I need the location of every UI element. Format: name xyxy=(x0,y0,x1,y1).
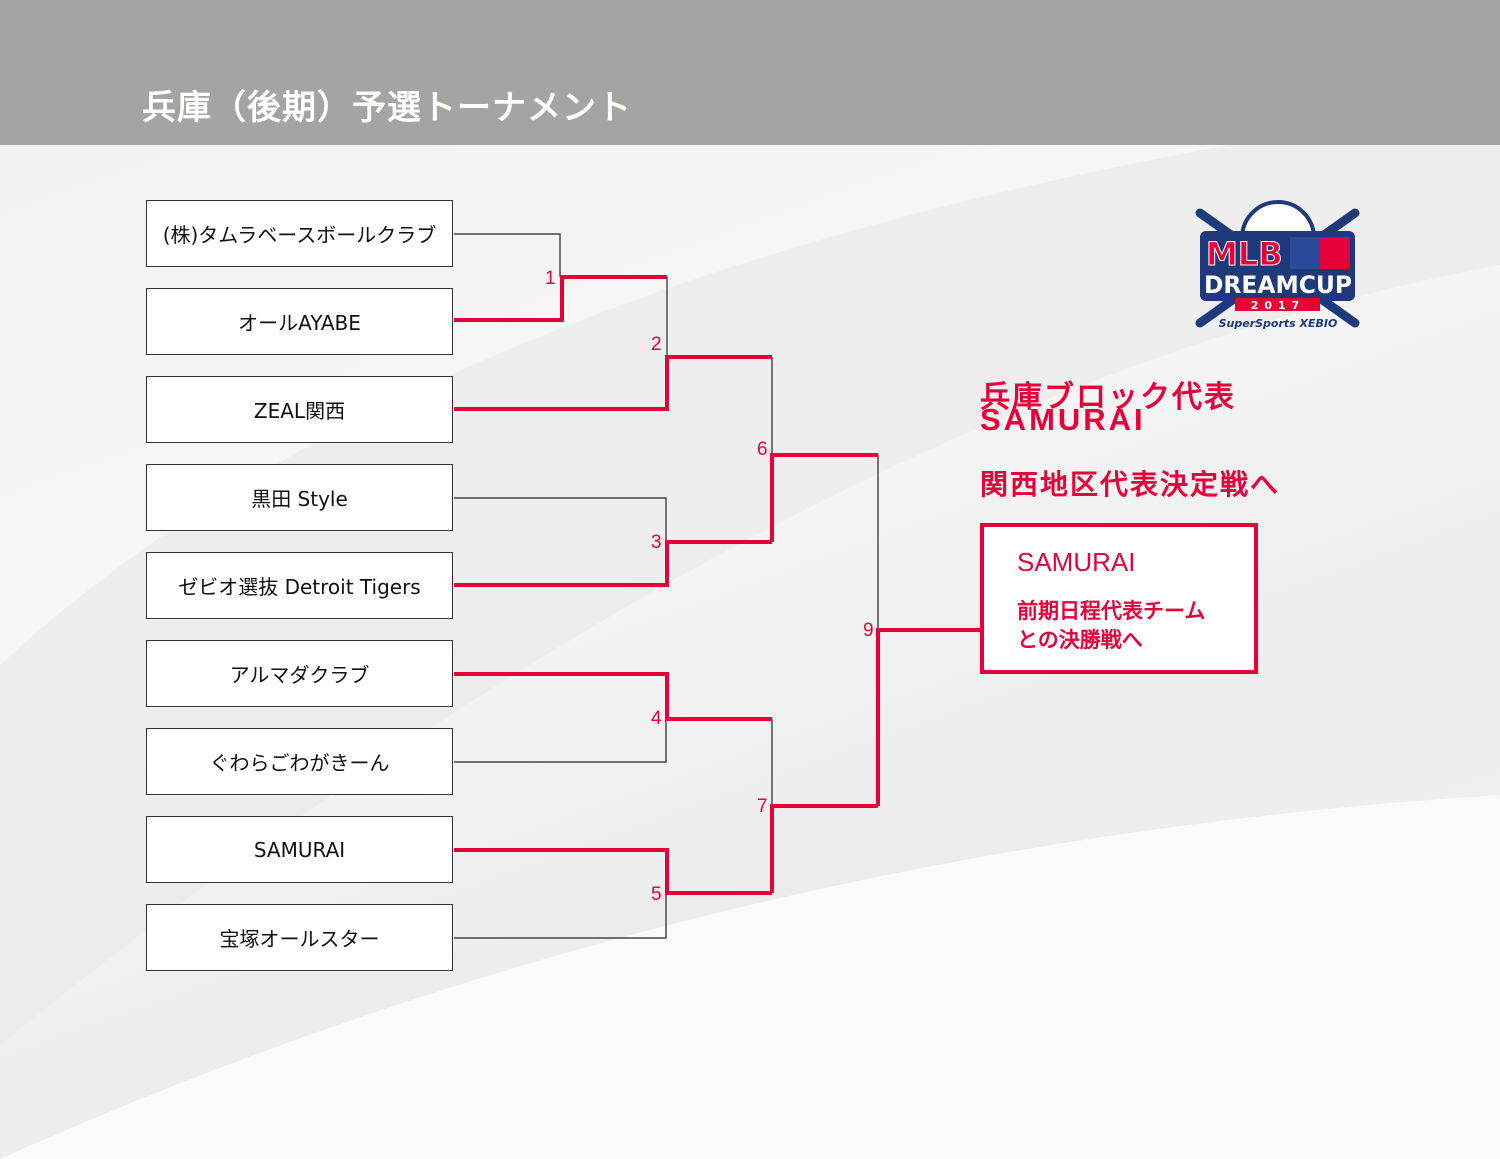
svg-text:SuperSports XEBIO: SuperSports XEBIO xyxy=(1219,317,1338,330)
block-representative-label: 兵庫ブロック代表 xyxy=(980,380,1236,415)
team-box: オールAYABE xyxy=(146,288,453,355)
svg-text:2017: 2017 xyxy=(1251,299,1306,312)
header-bar: 兵庫（後期）予選トーナメント xyxy=(0,0,1500,145)
team-box: アルマダクラブ xyxy=(146,640,453,707)
result-box: SAMURAI 前期日程代表チーム との決勝戦へ xyxy=(980,523,1258,674)
svg-text:DREAMCUP: DREAMCUP xyxy=(1204,271,1352,299)
team-box: ゼビオ選抜 Detroit Tigers xyxy=(146,552,453,619)
match-number: 7 xyxy=(757,796,768,817)
result-note-line2: との決勝戦へ xyxy=(1017,628,1143,652)
match-number: 1 xyxy=(545,268,556,289)
team-box: ZEAL関西 xyxy=(146,376,453,443)
loser-lines xyxy=(454,233,879,939)
match-number: 6 xyxy=(757,439,768,460)
winner-lines xyxy=(454,275,980,895)
match-number: 3 xyxy=(651,532,662,553)
svg-text:MLB: MLB xyxy=(1206,235,1283,273)
match-number: 9 xyxy=(863,620,874,641)
match-number: 5 xyxy=(651,884,662,905)
team-box: 宝塚オールスター xyxy=(146,904,453,971)
team-box: 黒田 Style xyxy=(146,464,453,531)
match-number: 2 xyxy=(651,334,662,355)
page-title: 兵庫（後期）予選トーナメント xyxy=(142,88,632,128)
result-note-line1: 前期日程代表チーム xyxy=(1017,599,1206,623)
team-box: SAMURAI xyxy=(146,816,453,883)
team-box: (株)タムラベースボールクラブ xyxy=(146,200,453,267)
team-box: ぐわらごわがきーん xyxy=(146,728,453,795)
mlb-dreamcup-logo: MLB DREAMCUP 2017 SuperSports XEBIO xyxy=(1190,193,1365,333)
match-number: 4 xyxy=(651,708,662,729)
representative-team: SAMURAI xyxy=(980,402,1146,437)
next-stage-label: 関西地区代表決定戦へ xyxy=(980,468,1281,501)
result-team: SAMURAI xyxy=(1017,547,1136,577)
